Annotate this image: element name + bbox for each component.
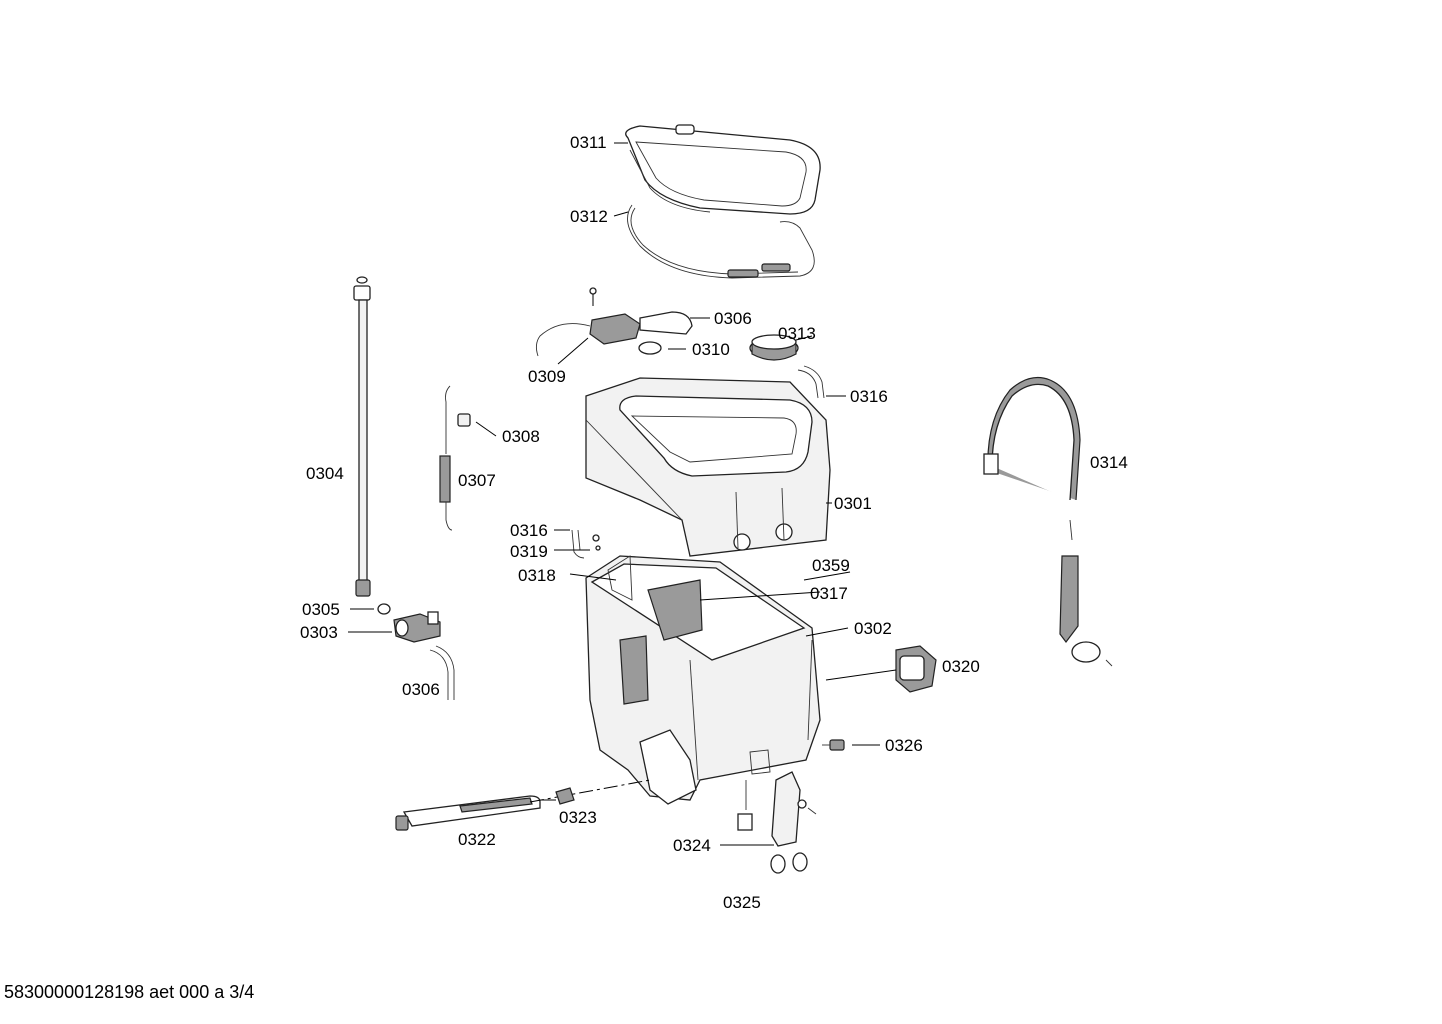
leader-0313 bbox=[795, 335, 813, 341]
label-0302: 0302 bbox=[854, 619, 892, 638]
door-seal-ring-0311 bbox=[625, 124, 821, 215]
leader-0359 bbox=[803, 571, 851, 581]
tag-plate bbox=[737, 780, 753, 831]
label-0314: 0314 bbox=[1090, 453, 1128, 472]
rod-0304 bbox=[353, 276, 371, 597]
label-0305: 0305 bbox=[302, 600, 340, 619]
label-0316-lower: 0316 bbox=[510, 521, 548, 540]
pressure-switch-0313 bbox=[749, 334, 799, 361]
pump-0320 bbox=[895, 645, 937, 693]
valve-assembly-0306-0309 bbox=[535, 311, 693, 357]
clamping-ring-0312 bbox=[627, 204, 815, 279]
label-0322: 0322 bbox=[458, 830, 496, 849]
leader-0308 bbox=[475, 421, 497, 437]
leader-0309 bbox=[557, 337, 589, 365]
label-0301: 0301 bbox=[834, 494, 872, 513]
leader-0317 bbox=[699, 591, 821, 601]
clamp-0323 bbox=[555, 787, 575, 805]
label-0312: 0312 bbox=[570, 207, 608, 226]
document-id: 58300000128198 aet 000 a 3/4 bbox=[4, 982, 255, 1002]
label-0308: 0308 bbox=[502, 427, 540, 446]
label-0303: 0303 bbox=[300, 623, 338, 642]
label-0323: 0323 bbox=[559, 808, 597, 827]
label-0319: 0319 bbox=[510, 542, 548, 561]
label-0307: 0307 bbox=[458, 471, 496, 490]
label-0318: 0318 bbox=[518, 566, 556, 585]
leader-0318 bbox=[569, 573, 617, 581]
upper-tub-0301 bbox=[585, 377, 831, 557]
leader-0320 bbox=[825, 669, 897, 681]
label-0309: 0309 bbox=[528, 367, 566, 386]
leader-0312 bbox=[613, 211, 629, 217]
seal-ring-0305 bbox=[377, 603, 391, 615]
label-0317: 0317 bbox=[810, 584, 848, 603]
hose-0306-lower bbox=[429, 645, 455, 700]
assembly-axis bbox=[529, 779, 651, 803]
hose-0316-top bbox=[797, 365, 825, 399]
label-0326: 0326 bbox=[885, 736, 923, 755]
label-0306-lower: 0306 bbox=[402, 680, 440, 699]
label-0325: 0325 bbox=[723, 893, 761, 912]
pump-housing-0303 bbox=[393, 611, 441, 643]
label-0324: 0324 bbox=[673, 836, 711, 855]
label-0310: 0310 bbox=[692, 340, 730, 359]
lower-tub-0302 bbox=[585, 555, 821, 805]
bushings-0325 bbox=[770, 852, 808, 874]
label-0320: 0320 bbox=[942, 657, 980, 676]
label-0306-top: 0306 bbox=[714, 309, 752, 328]
label-0313: 0313 bbox=[778, 324, 816, 343]
screw-0326 bbox=[822, 739, 845, 751]
shock-absorber-0324 bbox=[771, 771, 817, 847]
label-0316-top: 0316 bbox=[850, 387, 888, 406]
heater-0322 bbox=[395, 795, 541, 831]
drain-hose-0314 bbox=[983, 377, 1113, 667]
label-0359: 0359 bbox=[812, 556, 850, 575]
hose-0316-lower bbox=[571, 529, 601, 559]
spring-0307 bbox=[439, 385, 453, 531]
label-0311: 0311 bbox=[570, 133, 607, 152]
leader-0302 bbox=[805, 627, 849, 637]
label-0304: 0304 bbox=[306, 464, 344, 483]
clip-0308 bbox=[457, 413, 471, 427]
screw bbox=[589, 287, 597, 306]
